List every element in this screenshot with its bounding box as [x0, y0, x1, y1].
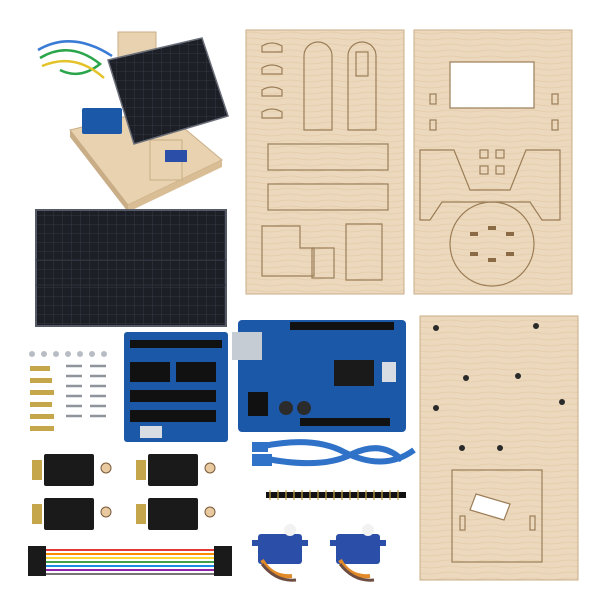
light-sensor-module — [136, 454, 216, 486]
solar-panel — [35, 209, 227, 327]
wooden-panel-parts — [245, 29, 405, 295]
servo-motor — [330, 524, 386, 582]
light-sensor-module — [32, 498, 112, 530]
servo-motor — [252, 524, 308, 582]
light-sensor-module — [32, 454, 112, 486]
wooden-base-board — [419, 315, 579, 581]
light-sensor-module — [136, 498, 216, 530]
wooden-frame-board — [413, 29, 573, 295]
usb-cable — [252, 439, 416, 467]
screws-and-standoffs — [29, 351, 107, 431]
sensor-shield-board — [124, 332, 228, 442]
jumper-wires — [28, 546, 232, 576]
assembled-solar-tracker — [37, 31, 229, 212]
pin-header-strip — [266, 490, 406, 500]
arduino-uno-board — [232, 320, 406, 432]
